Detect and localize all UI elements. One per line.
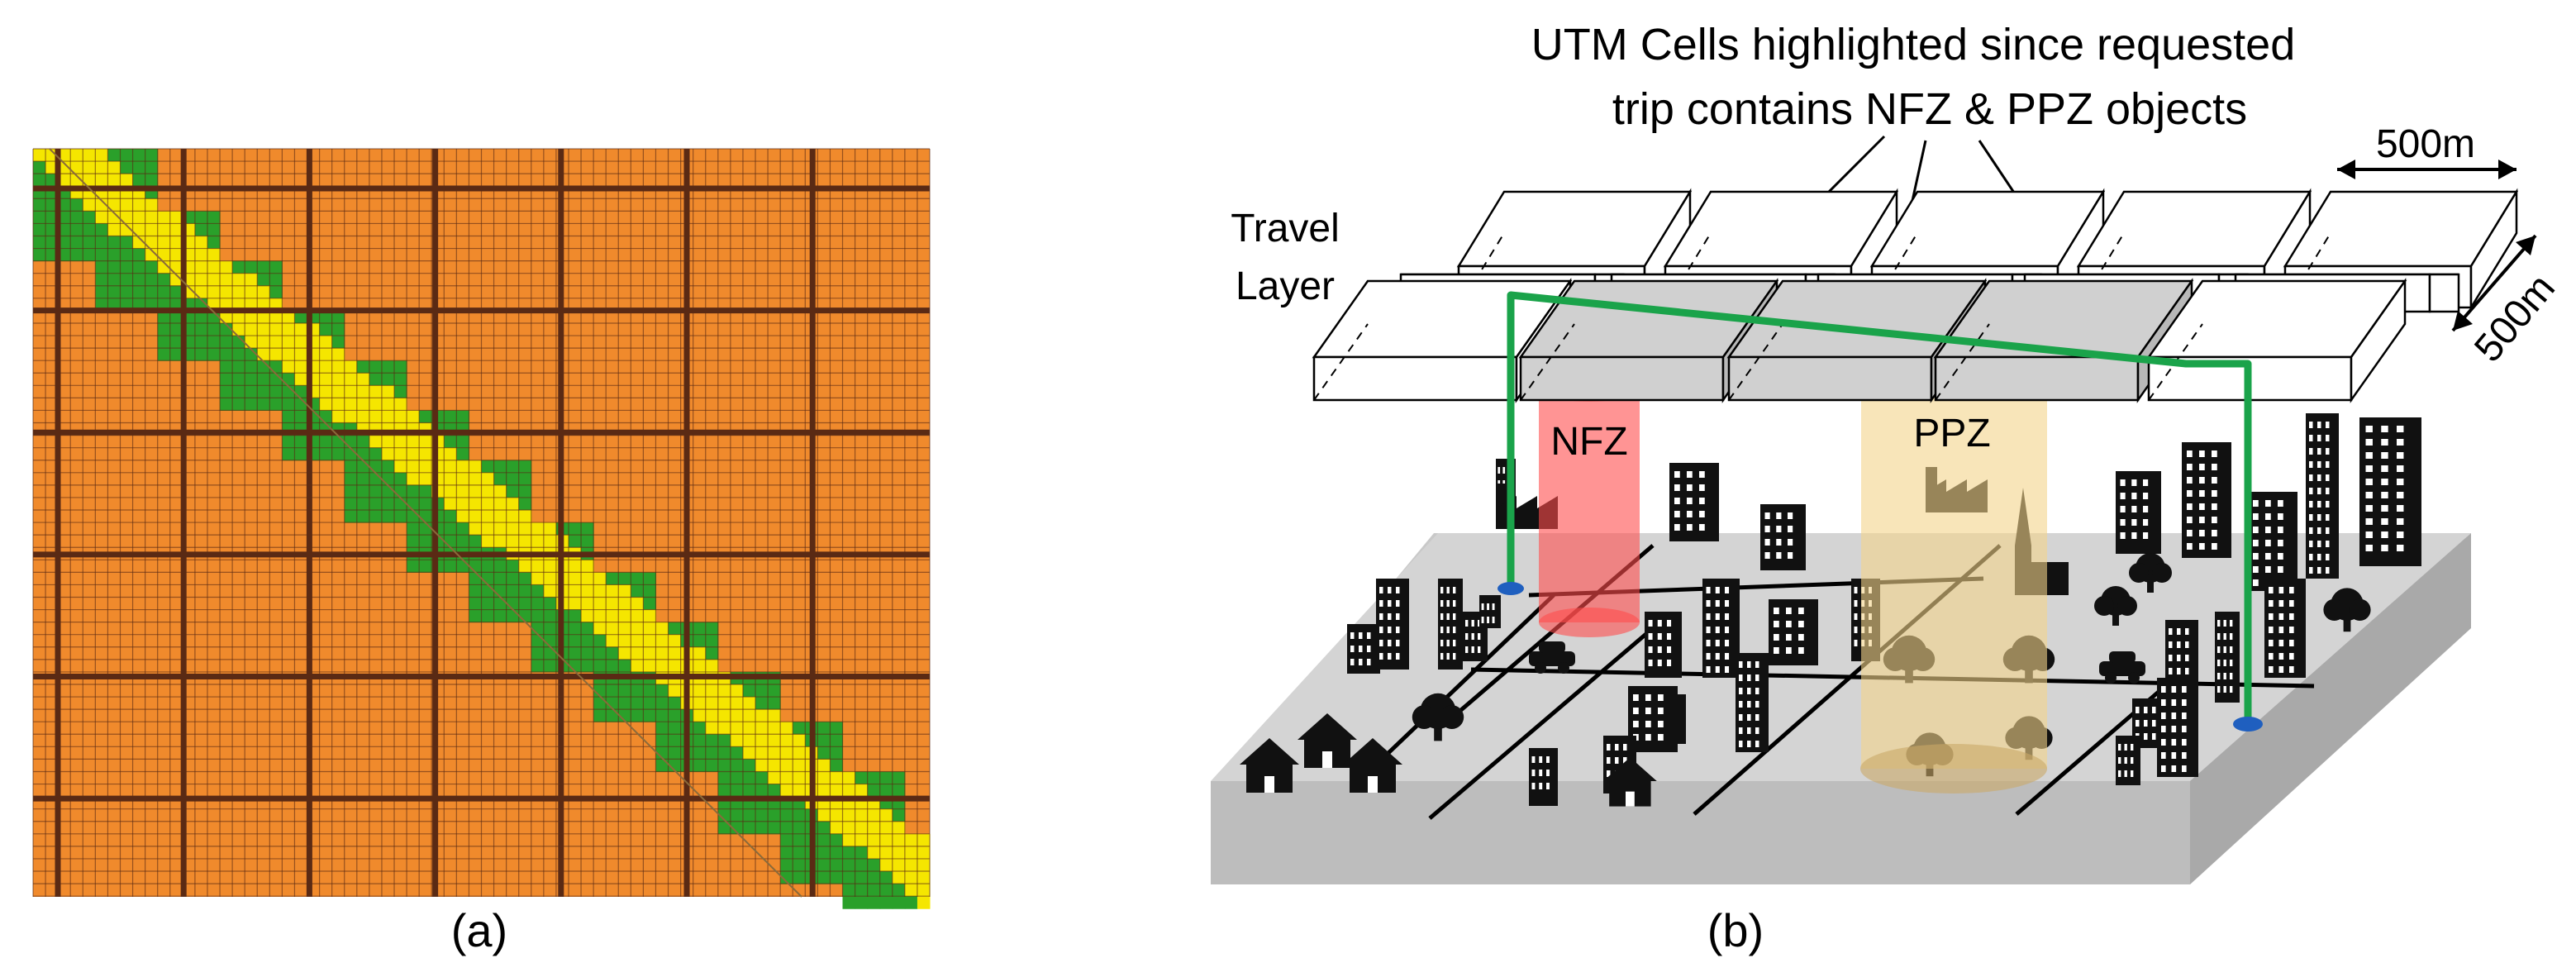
car-icon: [1529, 641, 1575, 674]
ppz-zone: PPZ: [1860, 354, 2047, 794]
title-line-1: UTM Cells highlighted since requested: [1531, 20, 2295, 69]
building-icon: [1769, 599, 1818, 665]
ppz-label: PPZ: [1913, 412, 1990, 455]
grid-panel-a: [32, 148, 931, 909]
building-icon: [2306, 413, 2339, 579]
drone-route: [1498, 291, 2263, 732]
building-icon: [1760, 504, 1806, 570]
layer-label-line-1: Travel: [1231, 207, 1340, 250]
diagram-panel-b: UTM Cells highlighted since requested tr…: [1211, 20, 2564, 884]
tree-icon: [2129, 553, 2172, 593]
building-icon: [2359, 417, 2421, 566]
building-icon: [2264, 579, 2306, 678]
nfz-label: NFZ: [1550, 420, 1627, 464]
house-icon: [1343, 738, 1402, 793]
city-icons: [1240, 413, 2421, 807]
tree-icon: [2323, 588, 2371, 632]
width-label: 500m: [2376, 122, 2475, 166]
house-icon: [1240, 738, 1299, 793]
building-icon: [1736, 653, 1769, 752]
building-icon: [1645, 612, 1682, 678]
width-dimension: 500m: [2337, 122, 2516, 179]
building-icon: [2215, 612, 2240, 703]
caption-b: (b): [1707, 904, 1764, 956]
car-icon: [2099, 651, 2145, 684]
building-icon: [2165, 620, 2198, 686]
building-icon: [2116, 471, 2161, 554]
tree-icon: [2094, 586, 2137, 626]
building-icon: [2157, 678, 2198, 777]
building-icon: [1669, 463, 1719, 541]
travel-layer-cells: [1312, 188, 2519, 403]
caption-a: (a): [451, 904, 507, 956]
house-icon: [1298, 713, 1357, 768]
building-icon: [2116, 736, 2140, 785]
travel-cell: [2146, 278, 2407, 403]
title-line-2: trip contains NFZ & PPZ objects: [1612, 84, 2247, 134]
building-icon: [1438, 579, 1463, 670]
building-icon: [1529, 748, 1558, 806]
building-icon: [1702, 579, 1740, 678]
building-icon: [2248, 492, 2297, 591]
building-icon: [1376, 579, 1409, 670]
layer-label-line-2: Layer: [1236, 265, 1335, 308]
building-icon: [1479, 595, 1501, 628]
nfz-zone: NFZ: [1539, 372, 1640, 637]
tree-icon: [1412, 693, 1464, 741]
building-icon: [2182, 442, 2231, 558]
building-icon: [1347, 624, 1380, 674]
house-icon: [1603, 757, 1657, 807]
